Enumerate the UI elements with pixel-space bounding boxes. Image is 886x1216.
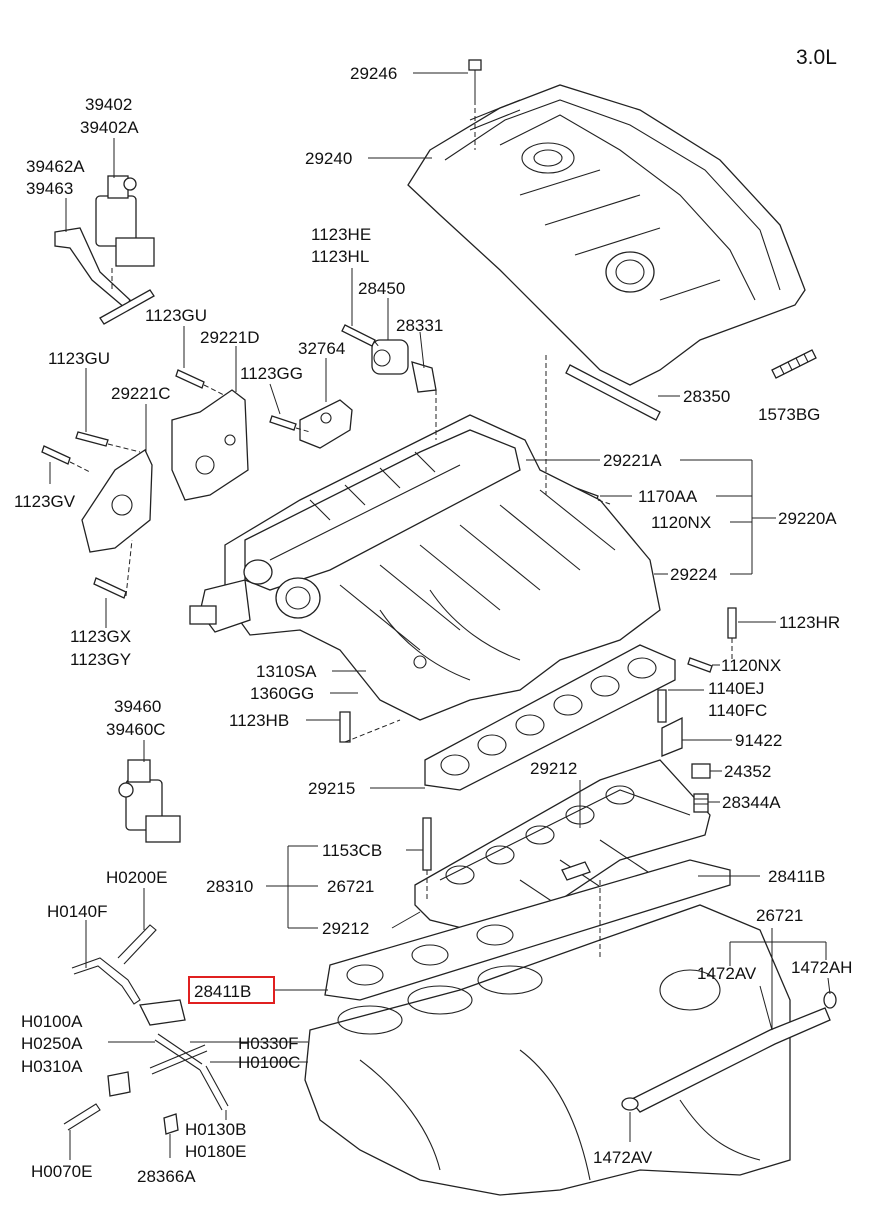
- label-H0130B[interactable]: H0130B: [185, 1120, 246, 1139]
- label-H0100C[interactable]: H0100C: [238, 1053, 300, 1072]
- label-28411B-highlighted[interactable]: 28411B: [194, 982, 251, 1001]
- engine-block[interactable]: [304, 904, 791, 1196]
- label-H0330F[interactable]: H0330F: [238, 1034, 298, 1053]
- label-1123GY[interactable]: 1123GY: [70, 650, 131, 669]
- label-26721-b[interactable]: 26721: [756, 906, 803, 925]
- idle-valve-28450[interactable]: [371, 339, 437, 393]
- label-29215[interactable]: 29215: [308, 779, 355, 798]
- label-39402A[interactable]: 39402A: [80, 118, 139, 137]
- spacer-28344A[interactable]: [693, 793, 709, 813]
- bracket-29221C[interactable]: [81, 449, 153, 553]
- label-1123HL[interactable]: 1123HL: [311, 247, 369, 266]
- label-29221D[interactable]: 29221D: [200, 328, 260, 347]
- cover-bolt[interactable]: [468, 59, 482, 100]
- label-1123GV[interactable]: 1123GV: [14, 492, 76, 511]
- bracket-32764[interactable]: [299, 399, 353, 449]
- label-29224[interactable]: 29224: [670, 565, 717, 584]
- label-1123GU-b[interactable]: 1123GU: [48, 349, 110, 368]
- engine-cover[interactable]: [407, 84, 806, 386]
- label-1360GG[interactable]: 1360GG: [250, 684, 314, 703]
- label-H0250A[interactable]: H0250A: [21, 1034, 83, 1053]
- label-28366A[interactable]: 28366A: [137, 1167, 196, 1186]
- label-1170AA[interactable]: 1170AA: [638, 487, 698, 506]
- label-1472AH[interactable]: 1472AH: [791, 958, 852, 977]
- label-39402[interactable]: 39402: [85, 95, 132, 114]
- label-H0310A[interactable]: H0310A: [21, 1057, 83, 1076]
- label-39462A[interactable]: 39462A: [26, 157, 85, 176]
- label-29246[interactable]: 29246: [350, 64, 397, 83]
- label-1153CB[interactable]: 1153CB: [322, 841, 382, 860]
- label-39460[interactable]: 39460: [114, 697, 161, 716]
- label-H0200E[interactable]: H0200E: [106, 868, 167, 887]
- label-29221C[interactable]: 29221C: [111, 384, 171, 403]
- label-1123HB[interactable]: 1123HB: [229, 711, 289, 730]
- label-1472AV-b[interactable]: 1472AV: [593, 1148, 653, 1167]
- label-39460C[interactable]: 39460C: [106, 720, 166, 739]
- highlight-box: [188, 976, 275, 1004]
- label-1573BG[interactable]: 1573BG: [758, 405, 820, 424]
- label-1140EJ[interactable]: 1140EJ: [708, 679, 764, 698]
- label-1120NX-a[interactable]: 1120NX: [651, 513, 711, 532]
- label-1140FC[interactable]: 1140FC: [708, 701, 767, 720]
- highlighted-part-28411B[interactable]: 28411B: [188, 976, 275, 1004]
- label-1123GU-a[interactable]: 1123GU: [145, 306, 207, 325]
- nut-24352[interactable]: [691, 763, 711, 779]
- label-24352[interactable]: 24352: [724, 762, 771, 781]
- rod-28350[interactable]: [565, 364, 661, 421]
- label-29212-b[interactable]: 29212: [322, 919, 369, 938]
- gasket-29215[interactable]: [424, 644, 676, 791]
- label-28450[interactable]: 28450: [358, 279, 405, 298]
- label-28310[interactable]: 28310: [206, 877, 253, 896]
- label-29240[interactable]: 29240: [305, 149, 352, 168]
- label-1123HE[interactable]: 1123HE: [311, 225, 371, 244]
- label-1123GG[interactable]: 1123GG: [240, 364, 303, 383]
- label-H0070E[interactable]: H0070E: [31, 1162, 92, 1181]
- intake-manifold-upper[interactable]: [189, 414, 661, 721]
- label-1123HR[interactable]: 1123HR: [779, 613, 840, 632]
- intake-manifold-lower[interactable]: [414, 759, 711, 936]
- label-39463[interactable]: 39463: [26, 179, 73, 198]
- label-H0140F[interactable]: H0140F: [47, 902, 107, 921]
- label-1472AV-a[interactable]: 1472AV: [697, 964, 757, 983]
- label-1120NX-b[interactable]: 1120NX: [721, 656, 781, 675]
- label-29220A[interactable]: 29220A: [778, 509, 837, 528]
- label-29221A[interactable]: 29221A: [603, 451, 662, 470]
- bracket-91422[interactable]: [661, 716, 683, 757]
- label-28331[interactable]: 28331: [396, 316, 443, 335]
- label-26721-a[interactable]: 26721: [327, 877, 374, 896]
- label-1123GX[interactable]: 1123GX: [70, 627, 131, 646]
- bracket-29221D[interactable]: [171, 389, 249, 501]
- leader-lines: [49, 72, 831, 1160]
- label-32764[interactable]: 32764: [298, 339, 345, 358]
- reference-lines: [69, 100, 733, 960]
- label-28350[interactable]: 28350: [683, 387, 730, 406]
- solenoid-valve-39402[interactable]: [54, 175, 155, 325]
- label-H0180E[interactable]: H0180E: [185, 1142, 246, 1161]
- label-28411B-a[interactable]: 28411B: [768, 867, 825, 886]
- part-labels: 29246 29240 39402 39402A 39462A 39463 11…: [14, 64, 852, 1186]
- engine-title: 3.0L: [796, 46, 837, 69]
- label-29212-a[interactable]: 29212: [530, 759, 577, 778]
- label-28344A[interactable]: 28344A: [722, 793, 781, 812]
- vacuum-hoses[interactable]: [63, 924, 229, 1135]
- stud-1573BG[interactable]: [771, 349, 817, 379]
- label-H0100A[interactable]: H0100A: [21, 1012, 83, 1031]
- water-pipe-26721[interactable]: [621, 991, 837, 1113]
- label-91422[interactable]: 91422: [735, 731, 782, 750]
- check-valve-39460[interactable]: [118, 759, 181, 843]
- label-1310SA[interactable]: 1310SA: [256, 662, 317, 681]
